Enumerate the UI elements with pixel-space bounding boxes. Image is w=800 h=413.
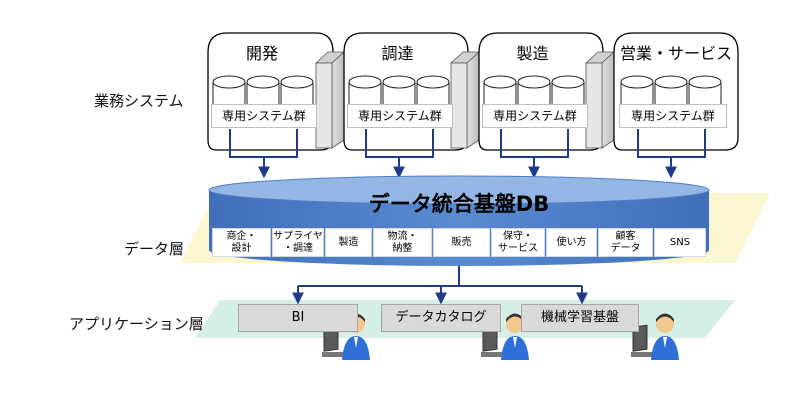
app-ml-platform: 機械学習基盤 (521, 304, 639, 332)
data-item-maintenance: 保守・ サービス (491, 228, 545, 257)
group-title-procurement: 調達 (381, 44, 414, 63)
data-item-planning: 商企・ 設計 (212, 228, 271, 257)
database-icon (483, 75, 517, 110)
data-item-usage: 使い方 (546, 228, 597, 257)
system-label-dev: 専用システム群 (211, 104, 317, 128)
data-item-sales: 販売 (433, 228, 490, 257)
business-layer-label: 業務システム (94, 92, 184, 110)
system-label-manufacturing: 専用システム群 (482, 104, 588, 128)
application-connectors (292, 266, 588, 305)
business-connectors (229, 129, 706, 179)
system-label-sales: 専用システム群 (619, 104, 727, 128)
app-bi: BI (238, 304, 358, 332)
data-layer-label: データ層 (124, 240, 185, 258)
database-icon (688, 75, 722, 110)
group-title-manufacturing: 製造 (516, 44, 549, 63)
data-item-manufacturing: 製造 (325, 228, 372, 257)
data-item-supplier: サプライヤ ・調達 (272, 228, 324, 257)
database-icon (620, 75, 654, 110)
application-layer-label: アプリケーション層 (69, 315, 204, 333)
user-at-computer-icon (631, 313, 679, 360)
app-data-catalog: データカタログ (381, 304, 501, 332)
group-title-dev: 開発 (245, 44, 278, 63)
system-label-procurement: 専用システム群 (347, 104, 453, 128)
database-icon (382, 75, 416, 110)
group-title-sales: 営業・サービス (619, 44, 732, 63)
data-item-sns: SNS (654, 228, 706, 257)
database-icon (416, 75, 450, 110)
data-item-customer: 顧客 データ (598, 228, 653, 257)
data-platform-title: データ統合基盤DB (368, 192, 550, 216)
data-item-logistics: 物流・ 納整 (373, 228, 432, 257)
